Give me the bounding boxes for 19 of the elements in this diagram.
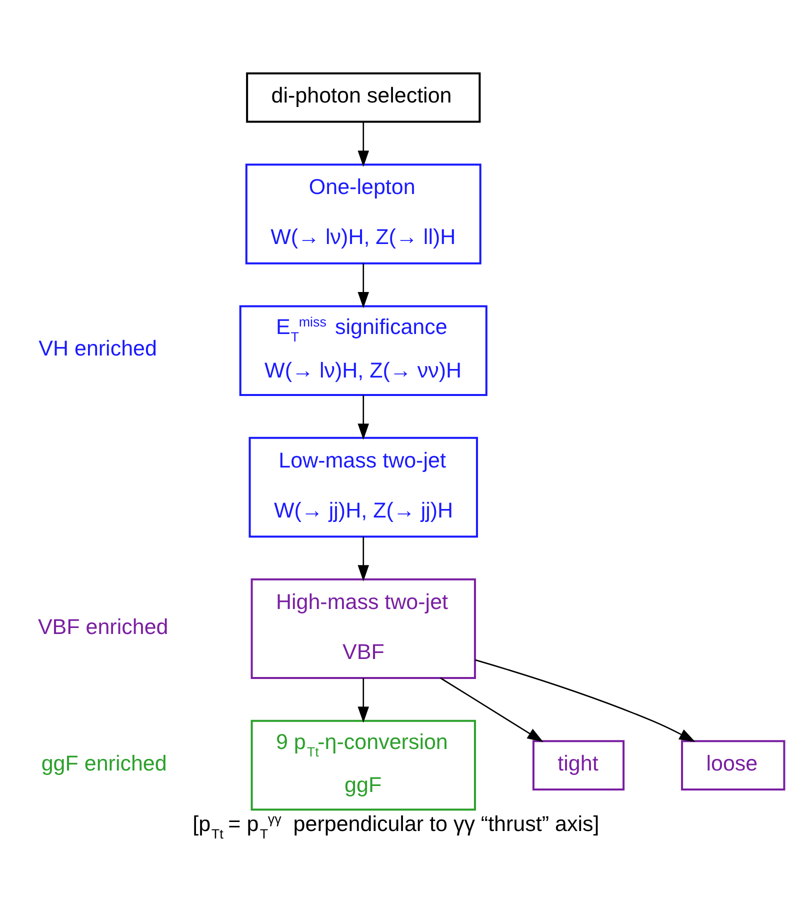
- node-box: di-photon selection: [246, 72, 481, 123]
- node-box: E$_{T}$$^{miss}$ significance W(→ lν)H, Z(→ νν)H: [239, 305, 488, 396]
- arrow: [440, 677, 544, 742]
- node-box: Low-mass two-jet W(→ jj)H, Z(→ jj)H: [248, 436, 478, 538]
- arrow: [358, 122, 370, 167]
- node-box: 9 p$_{Tt}$-η-conversion ggF: [250, 720, 476, 811]
- arrow: [358, 395, 370, 440]
- arrow: [358, 263, 370, 308]
- node-box: One-lepton W(→ lν)H, Z(→ ll)H: [245, 164, 482, 264]
- label: VBF enriched: [38, 614, 168, 639]
- arrow: [358, 678, 370, 723]
- node-box: loose: [681, 740, 786, 790]
- node-box: tight: [532, 740, 625, 790]
- label: VH enriched: [38, 336, 157, 361]
- arrow: [475, 659, 696, 742]
- label: ggF enriched: [41, 751, 167, 776]
- node-box: High-mass two-jet VBF: [250, 578, 476, 680]
- arrow: [358, 536, 370, 582]
- caption: [p$_{Tt}$ = p$_{T}$$^{γγ}$ perpendicular to γγ “thrust” axis]: [192, 811, 600, 842]
